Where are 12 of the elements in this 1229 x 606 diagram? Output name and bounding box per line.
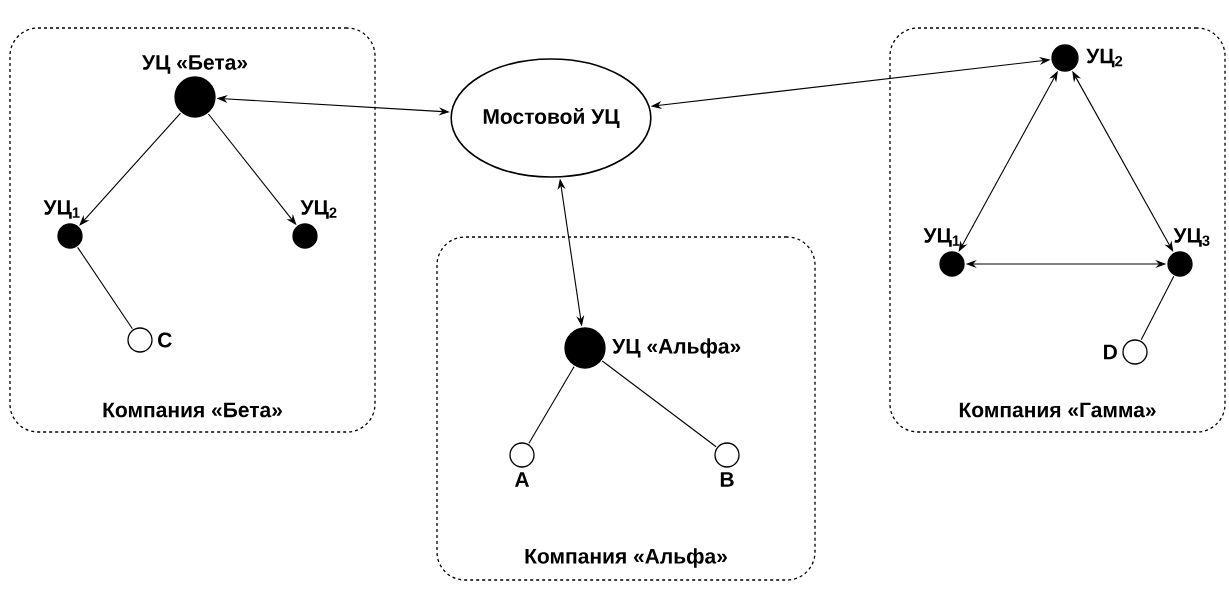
arrow [79,112,182,226]
node-label: C [158,332,172,348]
node-label: УЦ$_{1}$ [43,200,80,219]
node-label: B [720,472,734,487]
node-label: A [514,472,530,487]
node-label: УЦ «Альфа» [612,338,741,358]
node-label: УЦ$_{1}$ [923,228,960,247]
node-label: УЦ «Бета» [142,55,248,74]
node-label: D [1104,344,1117,360]
node-label: УЦ$_{2}$ [300,200,337,219]
node-label: УЦ$_{3}$ [1173,228,1210,247]
node-label: УЦ$_{2}$ [1086,48,1123,68]
